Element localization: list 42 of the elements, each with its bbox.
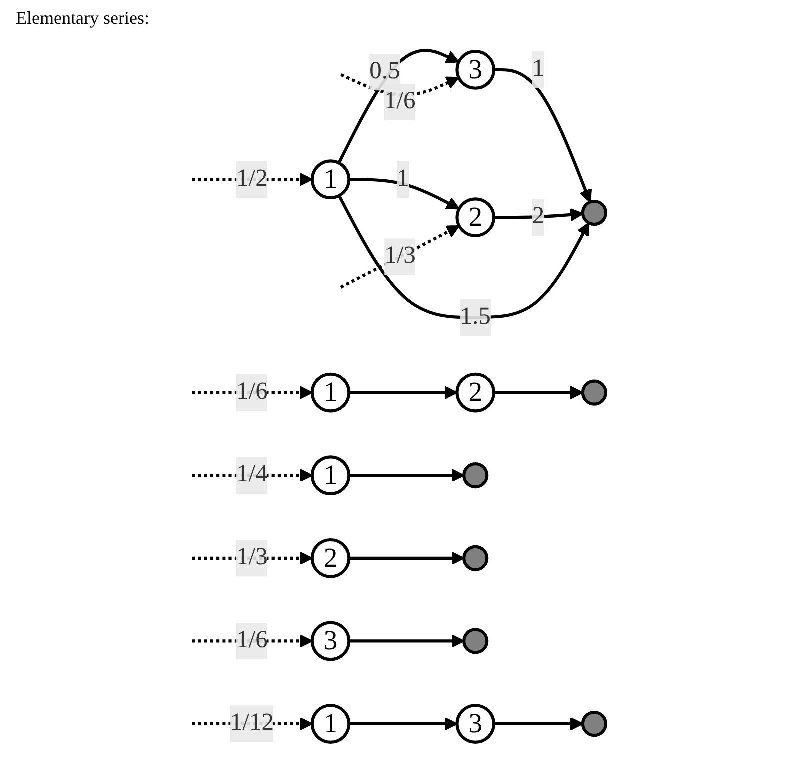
- edge-label: 1/6: [384, 88, 416, 115]
- edge-label: 1/3: [236, 544, 268, 571]
- arrow: [494, 717, 584, 731]
- edge-label: 1.5: [460, 304, 491, 330]
- arrow: [349, 717, 458, 731]
- edge-label: 1/6: [236, 378, 268, 406]
- edge-label: 1: [532, 56, 545, 82]
- arrow: [349, 468, 465, 482]
- node-circle: 3: [456, 704, 496, 744]
- arrow: [338, 195, 590, 320]
- node-circle: [581, 711, 608, 738]
- node-circle: [462, 628, 489, 654]
- arrow: [494, 208, 584, 222]
- node-circle: 2: [310, 538, 351, 578]
- edge-label: 1/2: [236, 166, 268, 192]
- node-circle: [581, 200, 608, 226]
- edge-label: 1/4: [236, 462, 268, 488]
- arrow: [349, 634, 465, 648]
- node-circle: [462, 462, 489, 489]
- node-circle: 3: [310, 621, 351, 662]
- node-circle: 1: [310, 704, 351, 744]
- node-circle: 2: [456, 372, 496, 413]
- arrow: [494, 386, 584, 400]
- node-circle: 1: [310, 160, 351, 200]
- section-heading: Elementary series:: [16, 8, 150, 29]
- arrow: [349, 178, 460, 210]
- node-circle: [581, 380, 608, 406]
- node-circle: 2: [456, 198, 496, 238]
- arrow: [349, 552, 465, 566]
- edge-label: 1/3: [384, 243, 416, 270]
- edge-label: 1/6: [236, 627, 268, 654]
- edge-label: 2: [532, 204, 545, 230]
- arrow: [349, 386, 458, 400]
- edge-label: 1/12: [230, 710, 274, 736]
- node-circle: 1: [310, 372, 351, 413]
- node-circle: 3: [456, 50, 496, 90]
- edge-label: 0.5: [370, 58, 400, 85]
- arrow: [340, 226, 460, 289]
- edge-label: 1: [397, 166, 410, 192]
- node-circle: [462, 545, 489, 572]
- arrow: [494, 68, 592, 203]
- node-circle: 1: [310, 456, 351, 496]
